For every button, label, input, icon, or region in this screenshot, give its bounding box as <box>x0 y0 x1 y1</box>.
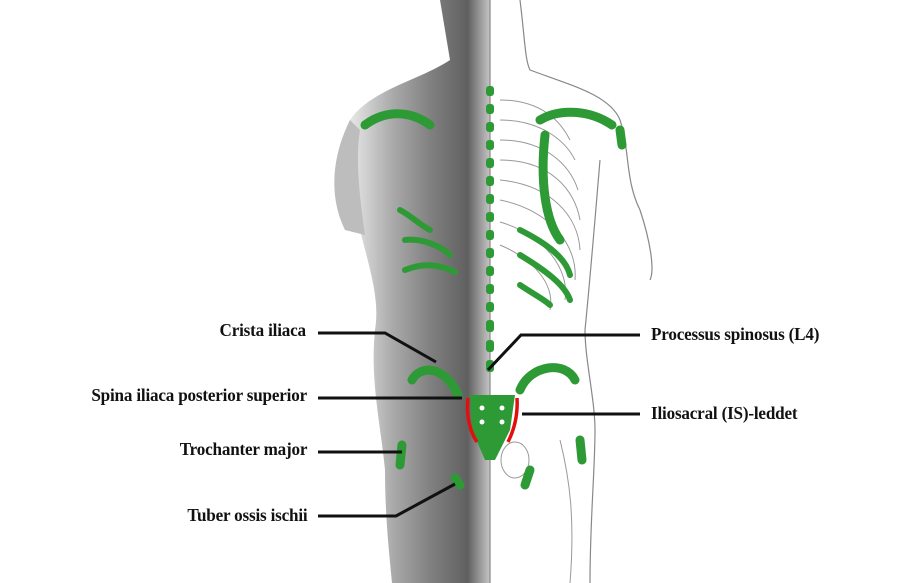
si-joint-left <box>465 397 479 444</box>
leader-processus <box>486 333 640 372</box>
body-outline-half <box>489 0 653 583</box>
sacrum <box>470 395 515 460</box>
sacral-foramina <box>479 405 505 425</box>
leader-tuber <box>318 482 456 518</box>
label-spina-iliaca-posterior-superior: Spina iliaca posterior superior <box>91 385 307 405</box>
label-iliosacral-leddet: Iliosacral (IS)-leddet <box>651 403 798 423</box>
label-processus-spinosus: Processus spinosus (L4) <box>651 324 820 344</box>
leader-crista-iliaca <box>318 331 437 364</box>
spine-processes <box>486 86 494 372</box>
label-crista-iliaca: Crista iliaca <box>219 320 307 340</box>
bone-highlights <box>360 107 627 490</box>
left-arm <box>334 120 365 235</box>
body-shaded-half <box>341 0 490 583</box>
label-trochanter-major: Trochanter major <box>179 439 307 459</box>
label-tuber-ossis-ischii: Tuber ossis ischii <box>186 505 307 525</box>
si-joint-right <box>506 397 519 443</box>
